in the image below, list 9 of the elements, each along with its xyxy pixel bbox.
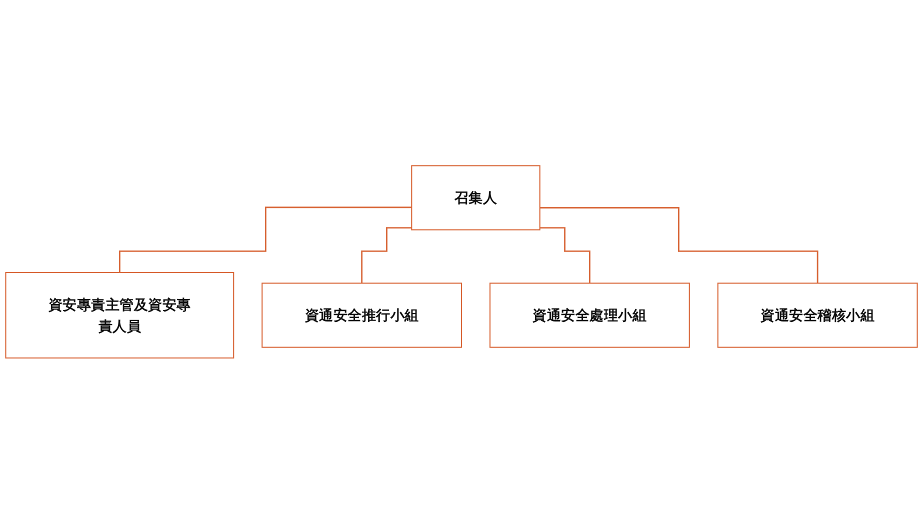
node-box: 資安專責主管及資安專責人員 (5, 272, 234, 358)
connector (361, 226, 412, 284)
node-box: 資通安全推行小組 (262, 282, 462, 348)
node-box: 資通安全處理小組 (489, 282, 690, 348)
connector (540, 226, 590, 284)
node-box: 資通安全稽核小組 (717, 282, 918, 348)
node-box: 召集人 (411, 164, 540, 230)
connector (540, 206, 818, 284)
connector (118, 206, 412, 273)
